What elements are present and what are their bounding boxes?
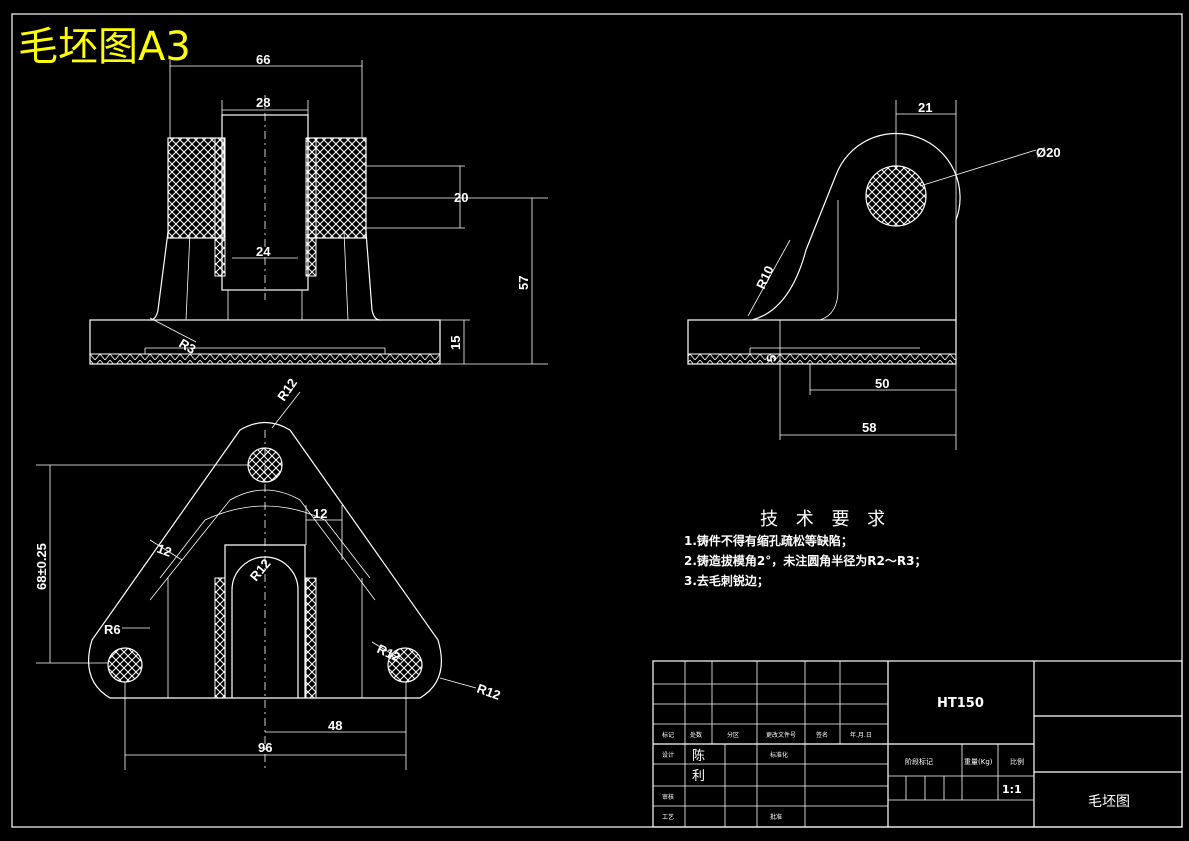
designer-name-1: 陈 bbox=[692, 748, 705, 764]
drawing-title: 毛坯图A3 bbox=[18, 24, 191, 70]
row-label-5: 年.月.日 bbox=[850, 731, 872, 739]
row-label-0: 标记 bbox=[662, 731, 674, 739]
dim-96: 96 bbox=[258, 740, 272, 755]
dim-21: 21 bbox=[918, 100, 932, 115]
dim-20: 20 bbox=[454, 190, 468, 205]
standard-label: 标准化 bbox=[770, 751, 788, 759]
scale-label: 比例 bbox=[1010, 757, 1024, 766]
dim-15: 15 bbox=[448, 336, 463, 350]
dim-57: 57 bbox=[516, 276, 531, 290]
material-label: HT150 bbox=[937, 696, 984, 711]
dim-5: 5 bbox=[764, 355, 779, 362]
dim-24: 24 bbox=[256, 244, 271, 259]
dim-12-b: 12 bbox=[155, 541, 174, 560]
side-view: 21 Ø20 R10 5 50 58 bbox=[687, 100, 1061, 450]
row-label-1: 处数 bbox=[690, 731, 702, 739]
scale-value: 1:1 bbox=[1002, 783, 1022, 796]
tech-item-1: 1.铸件不得有缩孔疏松等缺陷； bbox=[684, 533, 853, 548]
dim-68: 68±0.25 bbox=[34, 543, 49, 590]
title-block: HT150 毛坯图 比例 1:1 阶段标记 重量(Kg) 标记 处数 分区 更改… bbox=[652, 660, 1183, 828]
dim-66: 66 bbox=[256, 52, 270, 67]
weight-label: 重量(Kg) bbox=[964, 758, 993, 766]
dim-r10: R10 bbox=[753, 263, 777, 291]
top-view: R12 68±0.25 12 12 R12 R6 R12 R12 48 96 bbox=[34, 376, 503, 770]
designer-label: 设计 bbox=[662, 751, 674, 759]
approve-label: 批准 bbox=[770, 813, 782, 821]
front-view: 66 28 20 24 57 15 R3 bbox=[89, 52, 548, 365]
row-label-3: 更改文件号 bbox=[766, 731, 796, 739]
dim-58: 58 bbox=[862, 420, 876, 435]
tech-requirements: 技 术 要 求 1.铸件不得有缩孔疏松等缺陷； 2.铸造拔模角2°，未注圆角半径… bbox=[684, 509, 926, 588]
drawing-frame bbox=[11, 13, 1183, 828]
dim-d20: Ø20 bbox=[1036, 145, 1061, 160]
dim-48: 48 bbox=[328, 718, 342, 733]
tech-item-2: 2.铸造拔模角2°，未注圆角半径为R2～R3； bbox=[684, 553, 926, 568]
dim-50: 50 bbox=[875, 376, 889, 391]
dim-28: 28 bbox=[256, 95, 270, 110]
dim-r12-top: R12 bbox=[274, 376, 300, 404]
dim-r6: R6 bbox=[104, 622, 121, 637]
tech-item-3: 3.去毛刺锐边； bbox=[684, 573, 769, 588]
drawing-name: 毛坯图 bbox=[1088, 794, 1130, 810]
dim-12-a: 12 bbox=[313, 506, 327, 521]
stage-label: 阶段标记 bbox=[905, 757, 933, 766]
review-label: 审核 bbox=[662, 793, 674, 801]
row-label-2: 分区 bbox=[727, 731, 739, 739]
dim-r12-corner: R12 bbox=[475, 681, 503, 703]
dim-r3: R3 bbox=[177, 336, 199, 357]
process-label: 工艺 bbox=[662, 813, 674, 821]
tech-heading: 技 术 要 求 bbox=[760, 509, 891, 530]
designer-name-2: 利 bbox=[692, 769, 705, 784]
row-label-4: 签名 bbox=[816, 731, 828, 739]
